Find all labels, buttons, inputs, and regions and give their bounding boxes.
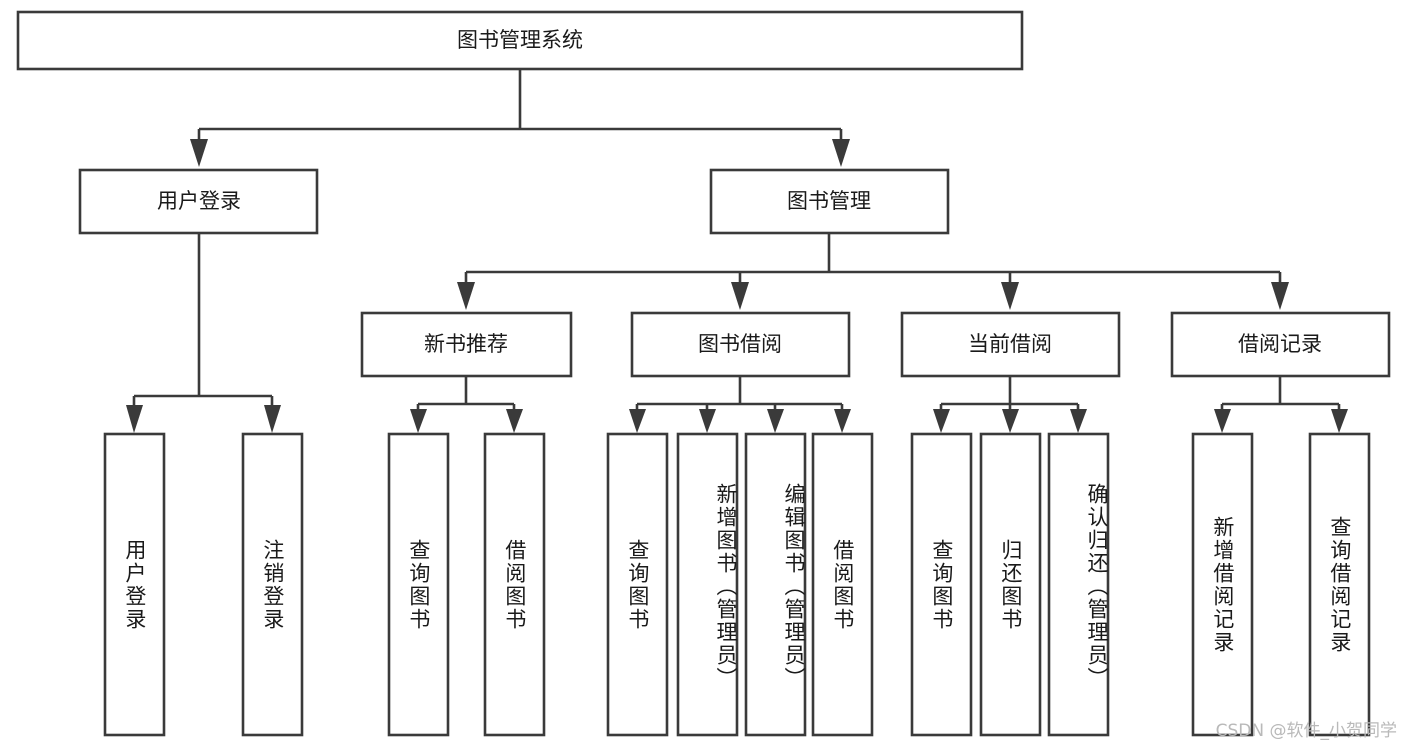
leaf-node-borrow-book-a[interactable]: [483, 432, 546, 737]
leaf-node-add-book-admin[interactable]: [676, 432, 739, 737]
node-current-borrow[interactable]: 当前借阅: [900, 311, 1121, 378]
connector-borrow-to-leaves: [629, 376, 851, 433]
node-book-borrow-label: 图书借阅: [698, 332, 782, 356]
leaf-node-logout[interactable]: [241, 432, 304, 737]
node-borrow-record-label: 借阅记录: [1238, 332, 1322, 356]
leaf-node-user-login[interactable]: [103, 432, 166, 737]
node-book-management[interactable]: 图书管理: [709, 168, 950, 235]
leaf-node-borrow-book-b[interactable]: [811, 432, 874, 737]
leaf-node-edit-book-admin[interactable]: [744, 432, 807, 737]
connector-bookmgmt-to-level3: [457, 234, 1289, 310]
node-user-login-label: 用户登录: [157, 189, 241, 213]
node-book-management-label: 图书管理: [787, 189, 871, 213]
leaf-node-query-book-c[interactable]: [910, 432, 973, 737]
node-new-book-recommend-label: 新书推荐: [424, 332, 508, 356]
connector-userlogin-to-leaves: [126, 234, 281, 433]
watermark-text: CSDN @软件_小贺同学: [1215, 721, 1397, 741]
node-root[interactable]: 图书管理系统: [16, 10, 1024, 71]
node-borrow-record[interactable]: 借阅记录: [1170, 311, 1391, 378]
connector-newbook-to-leaves: [410, 376, 523, 433]
node-book-borrow[interactable]: 图书借阅: [630, 311, 851, 378]
node-user-login[interactable]: 用户登录: [78, 168, 319, 235]
leaf-node-query-book-b[interactable]: [606, 432, 669, 737]
connector-root-to-level2: [190, 69, 850, 167]
node-new-book-recommend[interactable]: 新书推荐: [360, 311, 573, 378]
leaf-node-return-book[interactable]: [979, 432, 1042, 737]
node-current-borrow-label: 当前借阅: [968, 332, 1052, 356]
leaf-node-query-borrow-record[interactable]: [1308, 432, 1371, 737]
leaf-node-add-borrow-record[interactable]: [1191, 432, 1254, 737]
leaf-node-confirm-return-admin[interactable]: [1047, 432, 1110, 737]
node-root-label: 图书管理系统: [457, 28, 583, 52]
connector-record-to-leaves: [1214, 376, 1348, 433]
connector-current-to-leaves: [933, 376, 1087, 433]
leaf-node-query-book-a[interactable]: [387, 432, 450, 737]
